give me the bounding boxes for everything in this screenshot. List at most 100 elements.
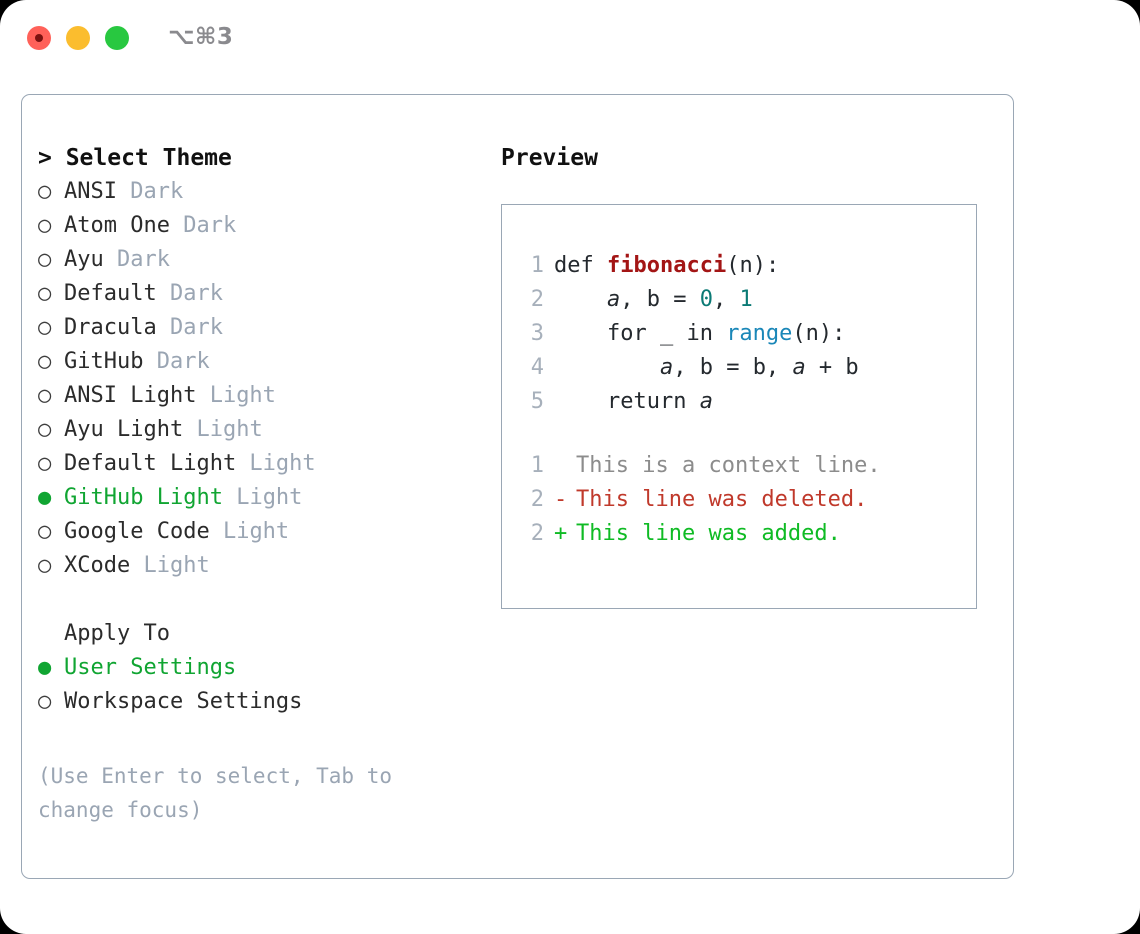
apply-to-option-user-settings[interactable]: ● User Settings bbox=[38, 651, 478, 685]
code-token bbox=[554, 287, 607, 312]
code-token: , b = b, bbox=[673, 355, 793, 380]
code-token: b bbox=[646, 287, 660, 312]
code-line: 3 for _ in range(n): bbox=[518, 317, 968, 351]
code-token: for _ in bbox=[554, 321, 727, 346]
close-button[interactable] bbox=[27, 26, 51, 50]
theme-option-name: Dracula bbox=[64, 315, 157, 340]
theme-option-variant: Dark bbox=[156, 281, 223, 306]
theme-option-google-code[interactable]: ○Google Code Light bbox=[38, 515, 478, 549]
theme-option-github-light[interactable]: ●GitHub Light Light bbox=[38, 481, 478, 515]
content-panel: > Select Theme ○ANSI Dark○Atom One Dark○… bbox=[21, 94, 1014, 879]
radio-unselected-icon: ○ bbox=[38, 281, 52, 306]
radio-unselected-icon: ○ bbox=[38, 315, 52, 340]
theme-option-ansi[interactable]: ○ ANSI Dark bbox=[38, 175, 478, 209]
code-token: fibonacci bbox=[606, 253, 727, 278]
diff-sign bbox=[554, 449, 576, 483]
theme-option-github[interactable]: ○GitHub Dark bbox=[38, 345, 478, 379]
line-number: 4 bbox=[530, 355, 544, 380]
code-token: + b bbox=[805, 355, 859, 380]
code-token: , bbox=[620, 287, 647, 312]
apply-to-label: Apply To bbox=[64, 621, 170, 646]
code-token bbox=[554, 355, 660, 380]
line-number: 1 bbox=[530, 453, 544, 478]
radio-unselected-icon: ○ bbox=[38, 689, 52, 714]
theme-option-variant: Light bbox=[196, 383, 276, 408]
theme-option-variant: Dark bbox=[156, 315, 223, 340]
theme-option-default[interactable]: ○ Default Dark bbox=[38, 277, 478, 311]
theme-option-variant: Light bbox=[222, 485, 303, 510]
theme-option-variant: Dark bbox=[169, 213, 237, 238]
code-token: a bbox=[659, 355, 674, 380]
maximize-button[interactable] bbox=[105, 26, 129, 50]
minimize-button[interactable] bbox=[66, 26, 90, 50]
diff-sample: 1 This is a context line.2-This line was… bbox=[518, 449, 968, 551]
code-line: 4 a, b = b, a + b bbox=[518, 351, 968, 385]
code-token: 1 bbox=[739, 287, 753, 312]
code-token: a bbox=[792, 355, 806, 380]
radio-unselected-icon: ○ bbox=[38, 451, 52, 476]
theme-option-dracula[interactable]: ○ Dracula Dark bbox=[38, 311, 478, 345]
code-line: 2 a, b = 0, 1 bbox=[518, 283, 968, 317]
code-token: (n): bbox=[792, 321, 846, 346]
theme-option-variant: Dark bbox=[143, 349, 210, 374]
code-token: a bbox=[606, 287, 621, 312]
code-token: = bbox=[659, 287, 700, 312]
diff-text: This line was deleted. bbox=[576, 487, 868, 512]
apply-to-option-name: Workspace Settings bbox=[64, 689, 303, 714]
theme-option-name: Ayu Light bbox=[64, 417, 184, 442]
code-token: a bbox=[699, 389, 713, 414]
radio-unselected-icon: ○ bbox=[38, 383, 52, 408]
code-line: 5 return a bbox=[518, 385, 968, 419]
theme-list: ○ANSI Dark○Atom One Dark○Ayu Dark○Defaul… bbox=[38, 175, 478, 583]
diff-line-add: 2+This line was added. bbox=[518, 517, 968, 551]
keyboard-shortcut-label: ⌥⌘3 bbox=[168, 24, 234, 50]
radio-selected-icon: ● bbox=[38, 485, 52, 510]
line-number: 1 bbox=[530, 253, 544, 278]
theme-option-default-light[interactable]: ○Default Light Light bbox=[38, 447, 478, 481]
theme-option-name: Default bbox=[64, 281, 157, 306]
theme-option-ayu[interactable]: ○ Ayu Dark bbox=[38, 243, 478, 277]
theme-selector-column: > Select Theme ○ANSI Dark○Atom One Dark○… bbox=[38, 141, 478, 719]
code-token: range bbox=[726, 321, 793, 346]
diff-sign: - bbox=[554, 487, 568, 512]
diff-text: This line was added. bbox=[576, 521, 841, 546]
code-token: 0 bbox=[699, 287, 713, 312]
radio-unselected-icon: ○ bbox=[38, 247, 52, 272]
radio-unselected-icon: ○ bbox=[38, 417, 52, 442]
radio-unselected-icon: ○ bbox=[38, 519, 52, 544]
line-number: 5 bbox=[530, 389, 544, 414]
diff-sign: + bbox=[554, 521, 568, 546]
theme-option-name: ANSI Light bbox=[64, 383, 197, 408]
theme-option-variant: Dark bbox=[103, 247, 170, 272]
radio-unselected-icon: ○ bbox=[38, 179, 52, 204]
preview-header: Preview bbox=[501, 145, 598, 171]
theme-option-atom-one[interactable]: ○ Atom One Dark bbox=[38, 209, 478, 243]
theme-option-variant: Dark bbox=[116, 179, 184, 204]
theme-option-ayu-light[interactable]: ○Ayu Light Light bbox=[38, 413, 478, 447]
radio-unselected-icon: ○ bbox=[38, 553, 52, 578]
theme-option-name: Google Code bbox=[64, 519, 210, 544]
radio-unselected-icon: ○ bbox=[38, 213, 52, 238]
apply-to-option-workspace-settings[interactable]: ○ Workspace Settings bbox=[38, 685, 478, 719]
theme-option-variant: Light bbox=[130, 553, 210, 578]
diff-line-context: 1 This is a context line. bbox=[518, 449, 968, 483]
theme-option-name: Atom One bbox=[64, 213, 170, 238]
code-token: , bbox=[712, 287, 740, 312]
radio-unselected-icon: ○ bbox=[38, 349, 52, 374]
code-token: return bbox=[554, 389, 700, 414]
line-number: 3 bbox=[530, 321, 544, 346]
radio-selected-icon: ● bbox=[38, 655, 52, 680]
apply-to-option-name: User Settings bbox=[64, 655, 237, 680]
keyboard-hint-text: (Use Enter to select, Tab to change focu… bbox=[38, 764, 393, 822]
theme-option-name: Ayu bbox=[64, 247, 104, 272]
theme-option-xcode[interactable]: ○ XCode Light bbox=[38, 549, 478, 583]
line-number: 2 bbox=[530, 287, 544, 312]
theme-option-name: ANSI bbox=[64, 179, 117, 204]
code-token: (n): bbox=[726, 253, 780, 278]
theme-option-ansi-light[interactable]: ○ ANSI Light Light bbox=[38, 379, 478, 413]
theme-option-name: XCode bbox=[64, 553, 131, 578]
